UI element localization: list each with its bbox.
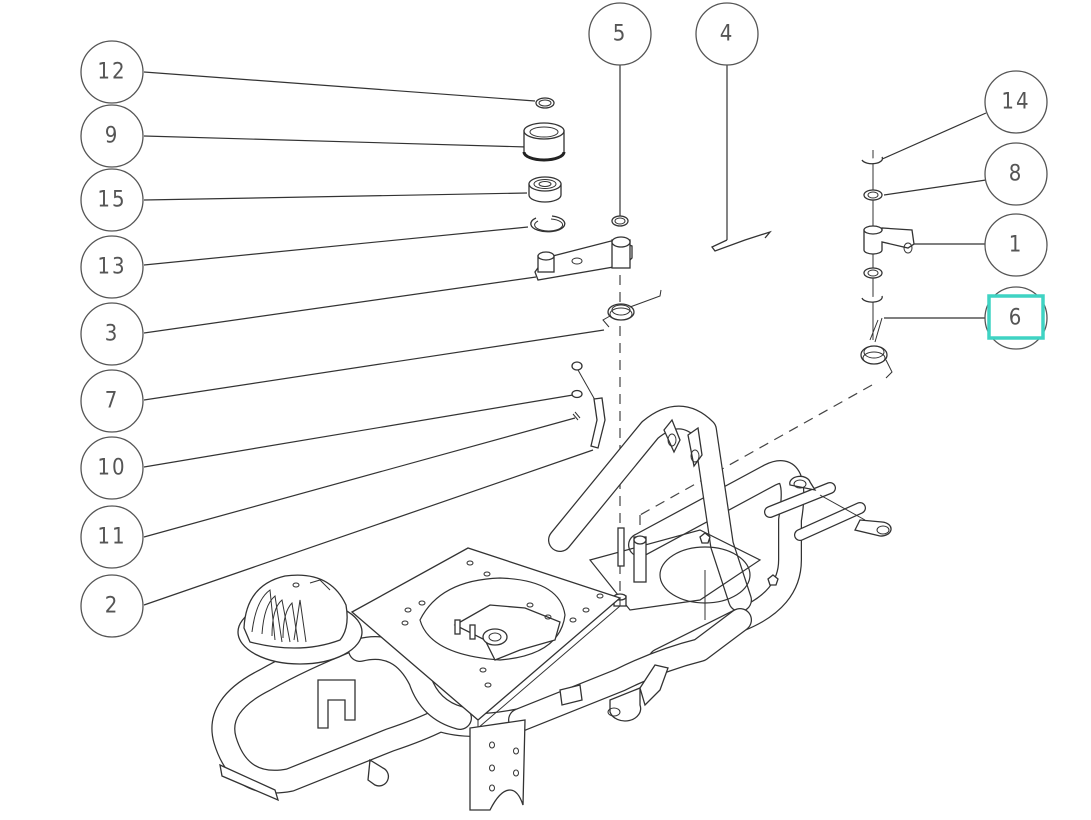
leader-12 bbox=[143, 71, 536, 102]
part-13-snap-ring bbox=[530, 215, 566, 233]
svg-text:9: 9 bbox=[105, 124, 120, 149]
part-1-lever-bracket bbox=[863, 225, 915, 255]
highlight-box bbox=[987, 294, 1045, 340]
callout-6[interactable]: 6 bbox=[984, 286, 1048, 350]
part-6-torsion-spring bbox=[860, 317, 893, 379]
svg-text:5: 5 bbox=[613, 22, 628, 47]
part-7-torsion-spring bbox=[602, 289, 662, 328]
leader-15 bbox=[143, 192, 528, 201]
svg-text:8: 8 bbox=[1009, 162, 1024, 187]
part-15-bearing bbox=[528, 176, 562, 203]
part-5-washer bbox=[611, 215, 629, 227]
svg-text:2: 2 bbox=[105, 594, 120, 619]
chassis-frame bbox=[211, 405, 892, 811]
leader-8 bbox=[883, 179, 987, 196]
callout-15[interactable]: 15 bbox=[80, 168, 144, 232]
leader-2 bbox=[143, 449, 594, 606]
leader-11 bbox=[143, 417, 576, 538]
right-stack-parts bbox=[860, 156, 915, 379]
leader-14 bbox=[879, 112, 987, 161]
callout-11[interactable]: 11 bbox=[80, 505, 144, 569]
svg-text:7: 7 bbox=[105, 389, 120, 414]
dome-cover bbox=[237, 574, 363, 665]
leader-7 bbox=[143, 329, 605, 401]
exploded-parts bbox=[522, 97, 915, 449]
leader-3 bbox=[143, 276, 537, 334]
callouts: 12 9 15 13 3 7 10 11 bbox=[80, 2, 1048, 638]
callout-10[interactable]: 10 bbox=[80, 436, 144, 500]
callout-2[interactable]: 2 bbox=[80, 574, 144, 638]
callout-7[interactable]: 7 bbox=[80, 369, 144, 433]
svg-text:14: 14 bbox=[1001, 90, 1030, 115]
leader-10 bbox=[143, 394, 574, 468]
leader-9 bbox=[143, 135, 528, 148]
svg-text:12: 12 bbox=[97, 60, 126, 85]
part-11-clip bbox=[572, 411, 581, 421]
part-8-washer bbox=[863, 189, 883, 201]
callout-9[interactable]: 9 bbox=[80, 104, 144, 168]
part-9-bushing bbox=[522, 122, 566, 162]
part-4-wire-link bbox=[710, 230, 772, 252]
leader-13 bbox=[143, 226, 529, 266]
callout-8[interactable]: 8 bbox=[984, 142, 1048, 206]
svg-text:1: 1 bbox=[1009, 233, 1024, 258]
svg-text:6: 6 bbox=[1009, 306, 1024, 331]
svg-text:3: 3 bbox=[105, 322, 120, 347]
part-3-pivot-arm bbox=[534, 236, 633, 281]
svg-text:13: 13 bbox=[97, 255, 126, 280]
callout-12[interactable]: 12 bbox=[80, 40, 144, 104]
callout-1[interactable]: 1 bbox=[984, 213, 1048, 277]
part-2-cable-rod bbox=[571, 361, 606, 449]
svg-text:15: 15 bbox=[97, 188, 126, 213]
svg-text:4: 4 bbox=[720, 22, 735, 47]
leader-lines bbox=[143, 64, 987, 606]
plate-holes bbox=[401, 560, 604, 688]
callout-14[interactable]: 14 bbox=[984, 70, 1048, 134]
callout-13[interactable]: 13 bbox=[80, 235, 144, 299]
part-10-washer bbox=[571, 389, 583, 399]
svg-text:11: 11 bbox=[97, 525, 126, 550]
part-14-eclip bbox=[861, 156, 884, 165]
callout-5[interactable]: 5 bbox=[588, 2, 652, 66]
rear-mount-bracket bbox=[764, 475, 892, 541]
callout-4[interactable]: 4 bbox=[695, 2, 759, 66]
callout-3[interactable]: 3 bbox=[80, 302, 144, 366]
seat-plate bbox=[350, 547, 622, 729]
svg-text:10: 10 bbox=[97, 456, 126, 481]
